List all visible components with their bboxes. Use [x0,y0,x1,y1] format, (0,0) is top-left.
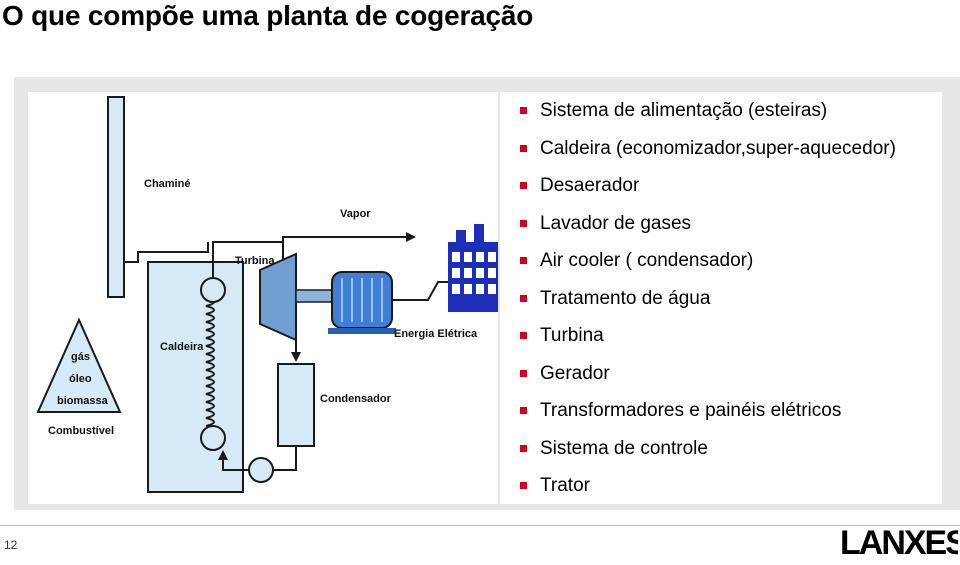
component-list: Sistema de alimentação (esteiras) Caldei… [520,98,896,511]
boiler-icon [147,261,244,493]
steam-label: Vapor [340,208,371,220]
list-item: Sistema de controle [520,436,896,474]
bullet-square-icon [520,332,527,339]
fuel-type-oil: óleo [69,373,92,385]
lanxess-logo-icon: LANXESS [838,516,960,562]
bullet-square-icon [520,444,527,452]
pump-icon [248,457,274,483]
list-item: Lavador de gases [520,211,896,249]
svg-text:LANXESS: LANXESS [840,524,958,560]
list-item: Sistema de alimentação (esteiras) [520,98,896,136]
list-item: Tratamento de água [520,286,896,324]
generator-icon [328,271,396,334]
condenser-icon [277,363,315,447]
cogeneration-diagram: Chaminé Caldeira Vapor Turbina [28,92,498,504]
fuel-label: Combustível [48,425,114,437]
bullet-square-icon [520,407,527,414]
bullet-square-icon [520,107,527,114]
bullet-square-icon [520,144,527,152]
chimney-icon [107,96,125,298]
bullet-square-icon [520,294,527,302]
condenser-label: Condensador [320,393,392,405]
factory-icon [448,224,498,312]
turbine-label: Turbina [235,255,275,267]
footer-divider [0,525,960,526]
bullet-square-icon [520,219,527,227]
list-item: Gerador [520,361,896,399]
boiler-label: Caldeira [160,341,204,353]
list-item: Turbina [520,323,896,361]
slide-title: O que compõe uma planta de cogeração [2,0,534,31]
component-list-box: Sistema de alimentação (esteiras) Caldei… [500,92,942,504]
bullet-square-icon [520,369,527,377]
bullet-square-icon [520,182,527,189]
bullet-square-icon [520,482,527,489]
electric-energy-label: Energia Elétrica [394,328,478,340]
chimney-label: Chaminé [144,178,190,190]
list-item: Caldeira (economizador,super-aquecedor) [520,136,896,174]
bullet-square-icon [520,257,527,264]
fuel-type-biomass: biomassa [57,395,109,407]
list-item: Air cooler ( condensador) [520,248,896,286]
list-item: Desaerador [520,173,896,211]
fuel-triangle-icon [36,317,122,413]
list-item: Trator [520,473,896,511]
page-number: 12 [4,538,18,552]
list-item: Transformadores e painéis elétricos [520,398,896,436]
fuel-type-gas: gás [71,351,90,363]
